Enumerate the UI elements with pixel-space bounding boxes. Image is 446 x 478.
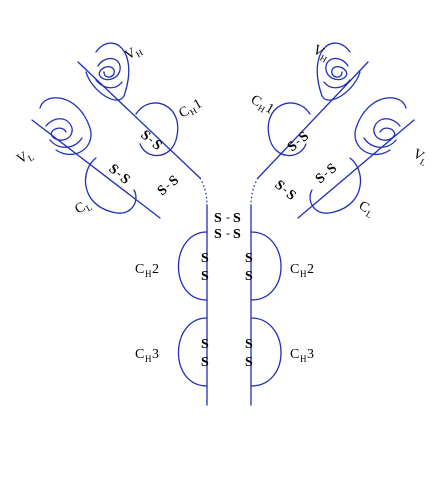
right-vh-label: V H <box>310 42 329 65</box>
svg-text:-: - <box>226 226 230 240</box>
left-vh-label: V H <box>123 45 146 63</box>
svg-text:H: H <box>188 105 199 117</box>
right-ch2-label: C H 2 <box>290 262 314 279</box>
right-vh-fold <box>323 57 351 89</box>
left-vh-domain <box>85 42 130 101</box>
svg-text:C: C <box>135 347 144 362</box>
svg-text:H: H <box>300 269 307 279</box>
right-vl-fold <box>363 118 401 148</box>
svg-text:H: H <box>145 269 152 279</box>
right-hinge <box>250 177 259 206</box>
svg-text:2: 2 <box>307 262 314 277</box>
left-ch2-domain <box>177 231 208 301</box>
right-cl-bond: S - S <box>313 161 340 187</box>
right-ch2-domain <box>250 231 282 301</box>
left-vl-fold <box>45 118 83 148</box>
svg-text:S: S <box>245 355 253 370</box>
svg-text:3: 3 <box>307 347 314 362</box>
svg-text:H: H <box>300 354 307 364</box>
svg-text:H: H <box>318 53 329 65</box>
right-heavy-chain-line <box>257 61 369 179</box>
left-ch1-bond: S - S <box>137 128 164 154</box>
svg-text:C: C <box>290 347 299 362</box>
left-vh-fold <box>95 57 123 89</box>
left-vl-label: V L <box>15 149 36 167</box>
right-ch1-bond: S - S <box>285 129 312 155</box>
svg-text:S: S <box>201 355 209 370</box>
right-ch1-domain <box>267 102 311 157</box>
svg-text:S: S <box>233 227 241 242</box>
svg-text:S: S <box>214 227 222 242</box>
left-ch3-bond: S S <box>201 337 209 370</box>
svg-text:3: 3 <box>152 347 159 362</box>
svg-text:S: S <box>245 337 253 352</box>
svg-text:H: H <box>134 47 145 59</box>
left-ch2-bond: S S <box>201 251 209 284</box>
hinge-bond-2: S - S <box>214 226 241 242</box>
svg-text:C: C <box>290 262 299 277</box>
left-light-chain-line <box>31 119 161 219</box>
left-cl-label: C L <box>73 200 94 218</box>
left-ch1-domain <box>135 102 179 157</box>
right-cl-domain <box>309 157 362 214</box>
right-ch2-bond: S S <box>245 251 253 284</box>
left-heavy-chain-line <box>77 61 201 179</box>
left-ch1-label: C H 1 <box>177 96 205 121</box>
svg-text:2: 2 <box>152 262 159 277</box>
right-vl-domain <box>354 97 407 156</box>
svg-text:H: H <box>145 354 152 364</box>
svg-text:S: S <box>245 251 253 266</box>
right-ch3-label: C H 3 <box>290 347 314 364</box>
left-hinge <box>199 177 208 206</box>
left-fab-arm <box>31 42 201 219</box>
fc-stem <box>177 177 282 406</box>
right-light-chain-line <box>297 119 415 219</box>
svg-text:1: 1 <box>263 101 277 117</box>
left-ch3-domain <box>177 317 208 387</box>
right-ch1-label: C H 1 <box>248 92 277 117</box>
svg-text:L: L <box>26 152 36 163</box>
svg-text:S: S <box>214 211 222 226</box>
left-cl-bond: S - S <box>105 162 132 188</box>
svg-text:L: L <box>84 202 94 213</box>
svg-text:C: C <box>135 262 144 277</box>
left-vl-domain <box>39 97 92 156</box>
svg-text:S: S <box>201 251 209 266</box>
svg-text:-: - <box>226 210 230 224</box>
disulfide-bonds: S - S S - S S S S S S S S S S - <box>105 128 340 370</box>
left-cl-domain <box>84 157 137 214</box>
left-ch3-label: C H 3 <box>135 347 159 364</box>
right-interchain-bond: S - S <box>271 178 298 204</box>
svg-text:H: H <box>256 103 267 115</box>
svg-text:L: L <box>364 209 374 220</box>
left-ch2-label: C H 2 <box>135 262 159 279</box>
right-ch3-domain <box>250 317 282 387</box>
domain-labels: V H V H C H 1 C H 1 V L V L <box>15 42 428 364</box>
right-fab-arm <box>257 42 415 219</box>
hinge-bond-1: S - S <box>214 210 241 226</box>
svg-text:S: S <box>233 211 241 226</box>
left-interchain-bond: S - S <box>155 173 182 199</box>
svg-text:S: S <box>201 337 209 352</box>
svg-text:S: S <box>201 269 209 284</box>
right-ch3-bond: S S <box>245 337 253 370</box>
svg-text:L: L <box>418 157 428 168</box>
right-vl-label: V L <box>410 146 428 168</box>
right-cl-label: C L <box>356 198 374 220</box>
svg-text:S: S <box>245 269 253 284</box>
right-vh-domain <box>316 42 361 101</box>
